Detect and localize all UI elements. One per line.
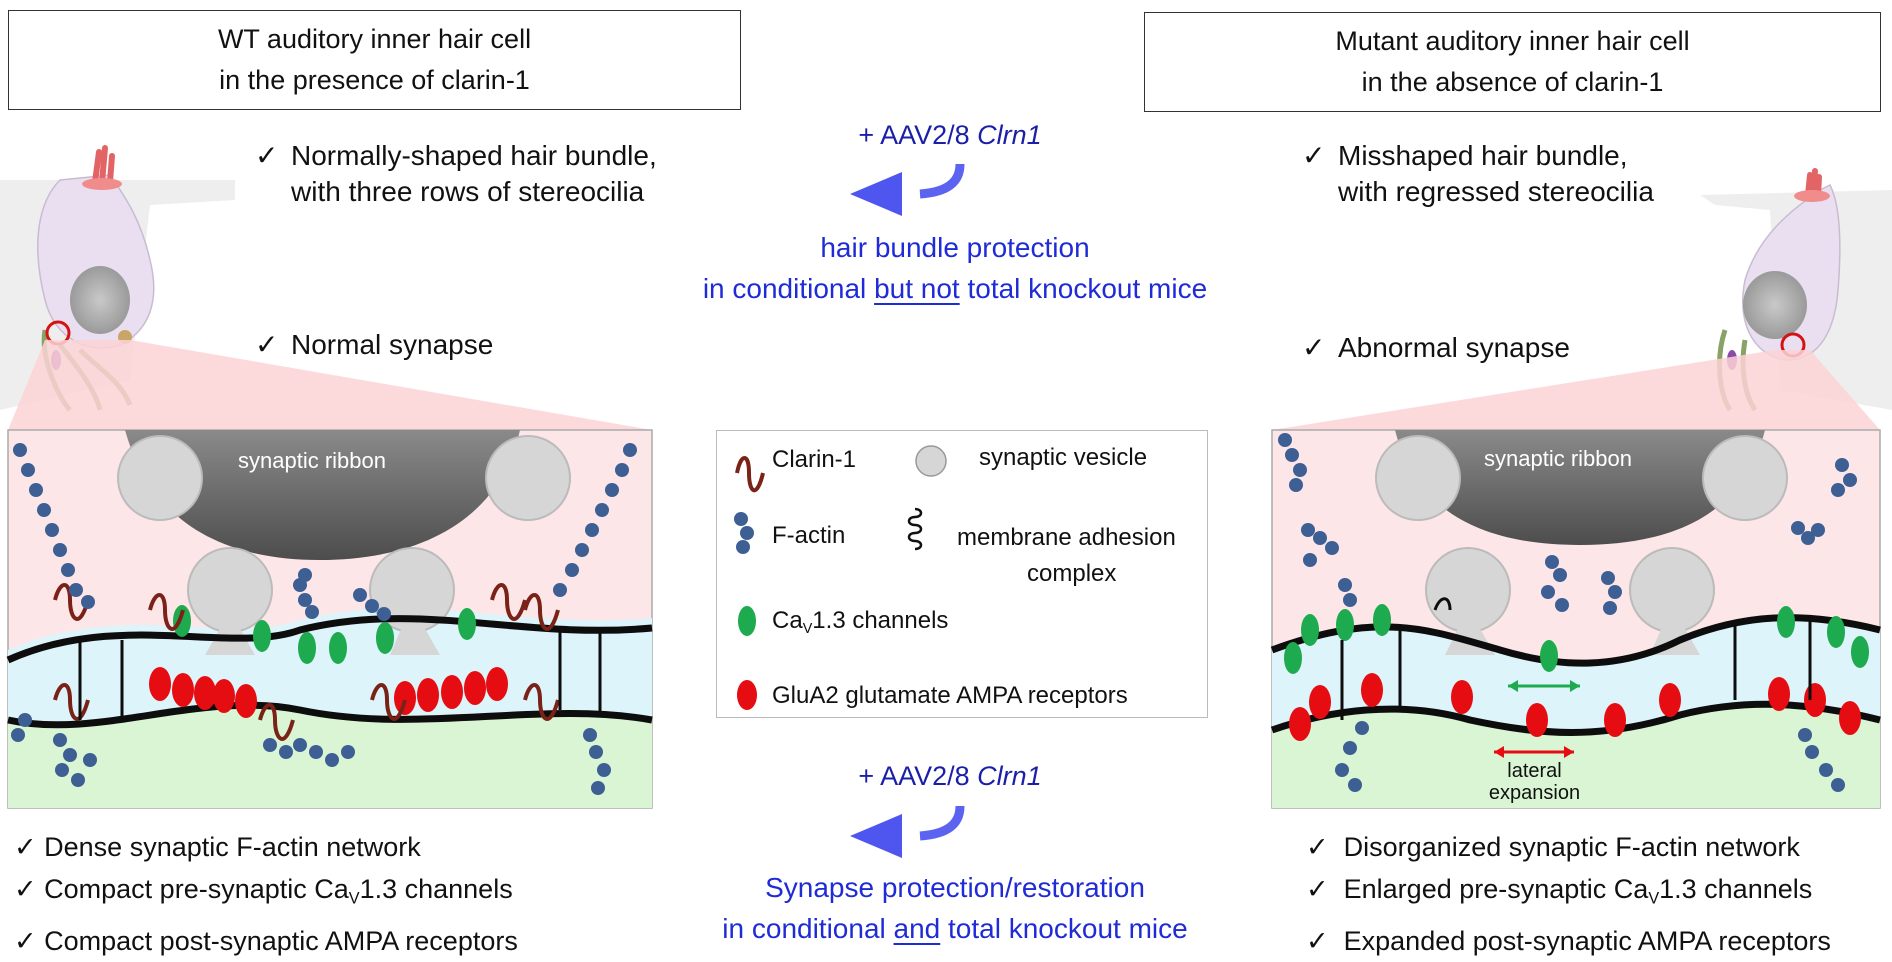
check-icon: ✓ bbox=[14, 832, 37, 862]
bottom-aav-gene: Clrn1 bbox=[977, 761, 1042, 791]
top-aav-label: + AAV2/8 Clrn1 bbox=[800, 115, 1100, 156]
right-bottom-list: ✓ Disorganized synaptic F-actin network … bbox=[1306, 826, 1831, 962]
left-feature-bundle: ✓ Normally-shaped hair bundle, with three… bbox=[255, 138, 657, 210]
lateral-expansion-arrows bbox=[1494, 680, 1580, 758]
legend-cav: CaV1.3 channels bbox=[772, 606, 948, 644]
legend-cav-sub: V bbox=[802, 621, 813, 638]
left-bottom-1: ✓ Dense synaptic F-actin network bbox=[14, 832, 421, 862]
left-bundle-line1: Normally-shaped hair bundle, bbox=[291, 140, 657, 171]
lateral-expansion-label: lateral expansion bbox=[1482, 760, 1587, 804]
glua2-receptor-icon bbox=[737, 680, 757, 710]
right-bottom-3: ✓ Expanded post-synaptic AMPA receptors bbox=[1306, 925, 1831, 956]
bottom-protection-line2: in conditional and total knockout mice bbox=[640, 908, 1270, 949]
left-title-box: WT auditory inner hair cell in the prese… bbox=[8, 10, 741, 110]
top-protection-line2: in conditional but not total knockout mi… bbox=[640, 268, 1270, 309]
bottom-aav-prefix: + AAV2/8 bbox=[858, 761, 978, 791]
lateral-label-2: expansion bbox=[1488, 782, 1581, 804]
left-synapse-text: Normal synapse bbox=[291, 329, 494, 360]
top-aav-gene: Clrn1 bbox=[977, 120, 1042, 150]
right-bundle-line1: Misshaped hair bundle, bbox=[1338, 140, 1628, 171]
check-icon: ✓ bbox=[1306, 874, 1329, 904]
check-icon: ✓ bbox=[14, 925, 37, 956]
legend-cav-b: 1.3 channels bbox=[812, 607, 949, 634]
top-protection-text: hair bundle protection in conditional bu… bbox=[640, 227, 1270, 309]
check-icon: ✓ bbox=[14, 874, 37, 904]
right-title-line2: in the absence of clarin-1 bbox=[1361, 67, 1664, 97]
left-bottom-2: ✓ Compact pre-synaptic CaV1.3 channels bbox=[14, 874, 513, 908]
bottom-line2-a: in conditional bbox=[722, 913, 894, 944]
right-title-line1: Mutant auditory inner hair cell bbox=[1335, 26, 1690, 56]
legend-box: Clarin-1 synaptic vesicle F-actin membra… bbox=[716, 430, 1208, 718]
legend-vesicle: synaptic vesicle bbox=[979, 444, 1148, 471]
top-protection-line1: hair bundle protection bbox=[820, 232, 1090, 263]
bottom-rescue-arrow bbox=[850, 805, 1060, 858]
membrane-adhesion-icon bbox=[907, 507, 923, 551]
legend-adhesion-1: membrane adhesion bbox=[957, 524, 1176, 551]
left-bundle-line2: with three rows of stereocilia bbox=[291, 176, 645, 207]
right-bottom-2: ✓ Enlarged pre-synaptic CaV1.3 channels bbox=[1306, 874, 1813, 908]
legend-clarin: Clarin-1 bbox=[772, 446, 857, 473]
legend-glua2: GluA2 glutamate AMPA receptors bbox=[772, 682, 1128, 709]
check-icon: ✓ bbox=[1302, 140, 1326, 171]
legend-symbols bbox=[734, 445, 947, 710]
bottom-line2-b: total knockout mice bbox=[940, 913, 1188, 944]
bottom-protection-line1: Synapse protection/restoration bbox=[765, 872, 1145, 903]
top-aav-prefix: + AAV2/8 bbox=[858, 120, 978, 150]
check-icon: ✓ bbox=[1306, 832, 1329, 862]
left-title-line1: WT auditory inner hair cell bbox=[217, 24, 532, 54]
right-hair-cell-illustration bbox=[1700, 168, 1892, 412]
legend-factin: F-actin bbox=[772, 522, 846, 549]
check-icon: ✓ bbox=[255, 140, 279, 171]
right-zoom-wedge bbox=[1272, 350, 1880, 430]
bottom-line2-underlined: and bbox=[893, 913, 941, 944]
left-bottom-list: ✓ Dense synaptic F-actin network ✓ Compa… bbox=[14, 826, 518, 962]
left-zoom-wedge bbox=[8, 340, 652, 430]
right-feature-bundle: ✓ Misshaped hair bundle, with regressed s… bbox=[1302, 138, 1654, 210]
check-icon: ✓ bbox=[255, 329, 279, 360]
top-line2-b: total knockout mice bbox=[959, 273, 1208, 304]
right-feature-synapse: ✓ Abnormal synapse bbox=[1302, 330, 1570, 366]
clarin-icon bbox=[735, 456, 765, 493]
top-line2-a: in conditional bbox=[702, 273, 875, 304]
bottom-aav-label: + AAV2/8 Clrn1 bbox=[800, 756, 1100, 797]
right-bottom-1: ✓ Disorganized synaptic F-actin network bbox=[1306, 832, 1800, 862]
check-icon: ✓ bbox=[1302, 332, 1326, 363]
right-synapse-text: Abnormal synapse bbox=[1338, 332, 1570, 363]
left-synapse-panel bbox=[6, 429, 653, 809]
left-bottom-3: ✓ Compact post-synaptic AMPA receptors bbox=[14, 925, 518, 956]
left-title-line2: in the presence of clarin-1 bbox=[219, 65, 530, 95]
bottom-protection-text: Synapse protection/restoration in condit… bbox=[640, 867, 1270, 949]
legend-adhesion-2: complex bbox=[1027, 560, 1117, 587]
lateral-label-1: lateral bbox=[1507, 760, 1562, 782]
left-ribbon-label: synaptic ribbon bbox=[238, 448, 386, 473]
right-bundle-line2: with regressed stereocilia bbox=[1338, 176, 1654, 207]
right-title-box: Mutant auditory inner hair cell in the a… bbox=[1144, 12, 1881, 112]
legend-cav-a: Ca bbox=[772, 607, 803, 634]
right-ribbon-label: synaptic ribbon bbox=[1484, 446, 1632, 471]
left-feature-synapse: ✓ Normal synapse bbox=[255, 327, 493, 363]
cav-channel-icon bbox=[738, 606, 756, 636]
right-synapse-panel bbox=[1270, 429, 1881, 809]
f-actin-icon bbox=[734, 512, 754, 554]
top-line2-underlined: but not bbox=[874, 273, 960, 304]
check-icon: ✓ bbox=[1306, 925, 1329, 956]
synaptic-vesicle-icon bbox=[915, 445, 947, 477]
top-rescue-arrow bbox=[850, 163, 1060, 216]
